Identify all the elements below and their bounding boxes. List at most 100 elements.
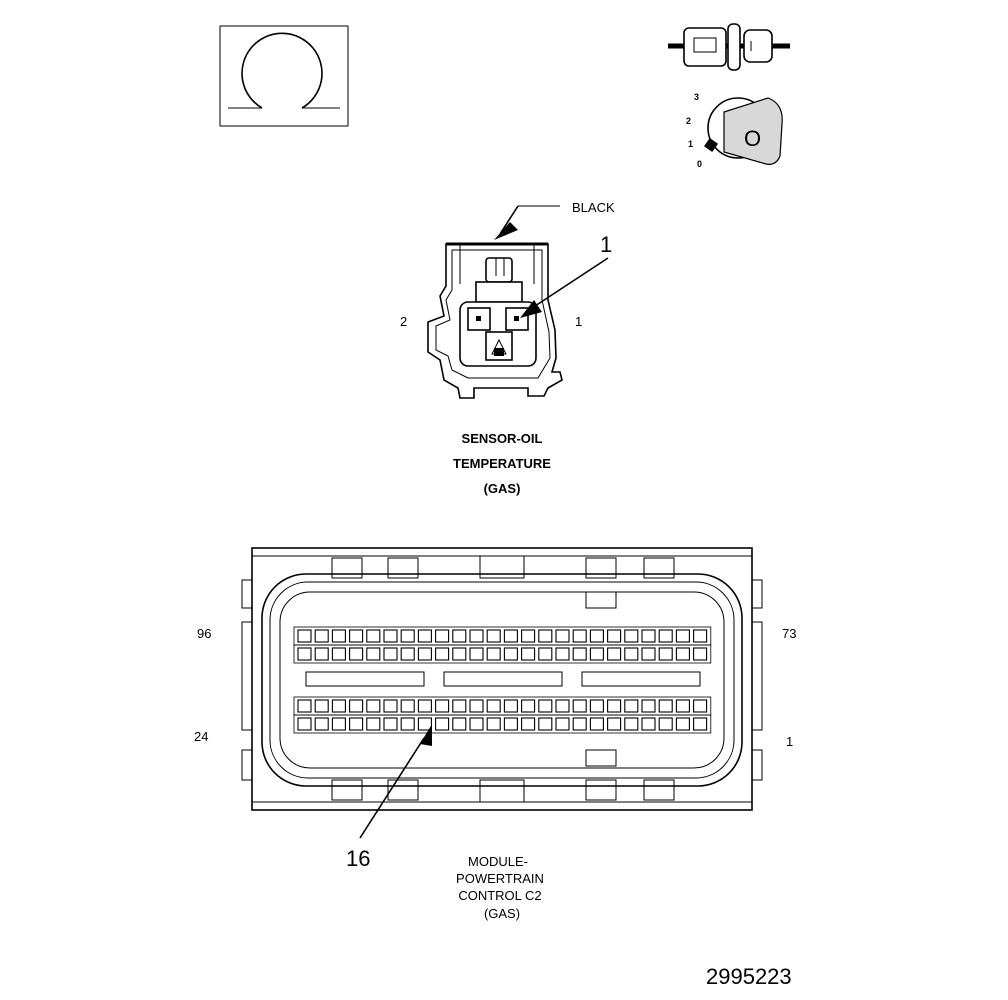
pcm-callout-16: 16 xyxy=(346,846,370,871)
pin-cavity xyxy=(383,629,398,643)
pin-cavity xyxy=(297,699,312,713)
pin-cavity xyxy=(538,717,553,731)
pin-cavity xyxy=(366,647,381,661)
pin-cavity xyxy=(469,717,484,731)
pin-cavity xyxy=(607,629,622,643)
pin-cavity xyxy=(297,629,312,643)
sensor-title-line3: (GAS) xyxy=(484,481,521,496)
pin-cavity xyxy=(641,717,656,731)
pcm-c2-connector: 96 24 73 1 16 MODULE- POWERTRAIN CONTROL… xyxy=(194,547,796,921)
pin-cavity xyxy=(624,717,639,731)
pin-cavity xyxy=(521,717,536,731)
pin-cavity xyxy=(314,629,329,643)
pin-cavity xyxy=(417,629,432,643)
sensor-title-line1: SENSOR-OIL xyxy=(462,431,543,446)
pin-cavity xyxy=(486,629,501,643)
pin-cavity xyxy=(400,629,415,643)
sensor-pin-2-label: 2 xyxy=(400,314,407,329)
pin-cavity xyxy=(521,647,536,661)
pin-cavity xyxy=(400,699,415,713)
sensor-title-line2: TEMPERATURE xyxy=(453,456,551,471)
pin-cavity xyxy=(383,699,398,713)
pin-cavity xyxy=(486,717,501,731)
disconnect-connector-icon xyxy=(668,23,790,71)
pin-cavity xyxy=(693,629,708,643)
pcm-pin-24-label: 24 xyxy=(194,729,208,744)
pin-cavity xyxy=(349,699,364,713)
pin-cavity xyxy=(693,699,708,713)
pin-cavity xyxy=(521,629,536,643)
pin-cavity xyxy=(538,629,553,643)
pin-cavity xyxy=(572,647,587,661)
pin-cavity xyxy=(452,699,467,713)
pcm-title-line3: CONTROL C2 xyxy=(458,888,541,903)
pin-cavity xyxy=(589,647,604,661)
pin-cavity xyxy=(641,699,656,713)
pin-cavity xyxy=(675,699,690,713)
pin-cavity xyxy=(435,647,450,661)
pin-cavity xyxy=(452,629,467,643)
pcm-pin-1-label: 1 xyxy=(786,734,793,749)
key-position-1: 1 xyxy=(688,139,693,149)
pin-cavity xyxy=(314,699,329,713)
pin-row-frame xyxy=(293,644,712,664)
pin-cavity xyxy=(624,699,639,713)
pin-cavity xyxy=(435,717,450,731)
pin-cavity xyxy=(624,629,639,643)
pin-cavity xyxy=(297,717,312,731)
pin-cavity xyxy=(589,699,604,713)
sensor-callout-1: 1 xyxy=(600,232,612,257)
pin-cavity xyxy=(435,629,450,643)
pin-cavity xyxy=(675,717,690,731)
pcm-title-line4: (GAS) xyxy=(484,906,520,921)
pin-cavity xyxy=(349,717,364,731)
pin-cavity xyxy=(314,647,329,661)
pcm-title-line1: MODULE- xyxy=(468,854,528,869)
pin-cavity xyxy=(503,647,518,661)
pin-cavity xyxy=(469,699,484,713)
pin-cavity xyxy=(383,647,398,661)
pin-cavity xyxy=(658,699,673,713)
pin-cavity xyxy=(641,629,656,643)
pin-cavity xyxy=(538,699,553,713)
pin-cavity xyxy=(331,647,346,661)
pin-cavity xyxy=(538,647,553,661)
pin-cavity xyxy=(417,647,432,661)
pin-row-frame xyxy=(293,714,712,734)
pin-cavity xyxy=(314,717,329,731)
pin-cavity xyxy=(435,699,450,713)
pin-cavity xyxy=(383,717,398,731)
pin-cavity xyxy=(521,699,536,713)
pin-cavity xyxy=(555,629,570,643)
pin-cavity xyxy=(331,629,346,643)
pin-cavity xyxy=(675,629,690,643)
key-letter: O xyxy=(744,126,761,151)
pin-cavity xyxy=(589,717,604,731)
pin-cavity xyxy=(331,699,346,713)
pin-cavity xyxy=(607,647,622,661)
pcm-title-line2: POWERTRAIN xyxy=(456,871,544,886)
pin-cavity xyxy=(693,717,708,731)
pin-cavity xyxy=(349,647,364,661)
pin-cavity xyxy=(452,647,467,661)
pin-cavity xyxy=(366,717,381,731)
pin-cavity xyxy=(589,629,604,643)
key-position-2: 2 xyxy=(686,116,691,126)
pin-cavity xyxy=(658,647,673,661)
pin-cavity xyxy=(452,717,467,731)
pin-cavity xyxy=(555,699,570,713)
pin-cavity xyxy=(675,647,690,661)
figure-number: 2995223 xyxy=(706,964,792,989)
pcm-pin-73-label: 73 xyxy=(782,626,796,641)
ignition-key-icon: 3 2 1 0 O xyxy=(686,92,783,169)
pcm-pin-cavities xyxy=(293,626,712,734)
sensor-connector: BLACK 1 2 1 SENSOR-OIL TEMPERATURE (GAS) xyxy=(400,200,615,496)
pin-cavity xyxy=(503,717,518,731)
pin-cavity xyxy=(469,647,484,661)
pin-cavity xyxy=(693,647,708,661)
pin-cavity xyxy=(641,647,656,661)
ohm-symbol-icon xyxy=(219,25,349,127)
pin-cavity xyxy=(469,629,484,643)
pin-cavity xyxy=(572,629,587,643)
